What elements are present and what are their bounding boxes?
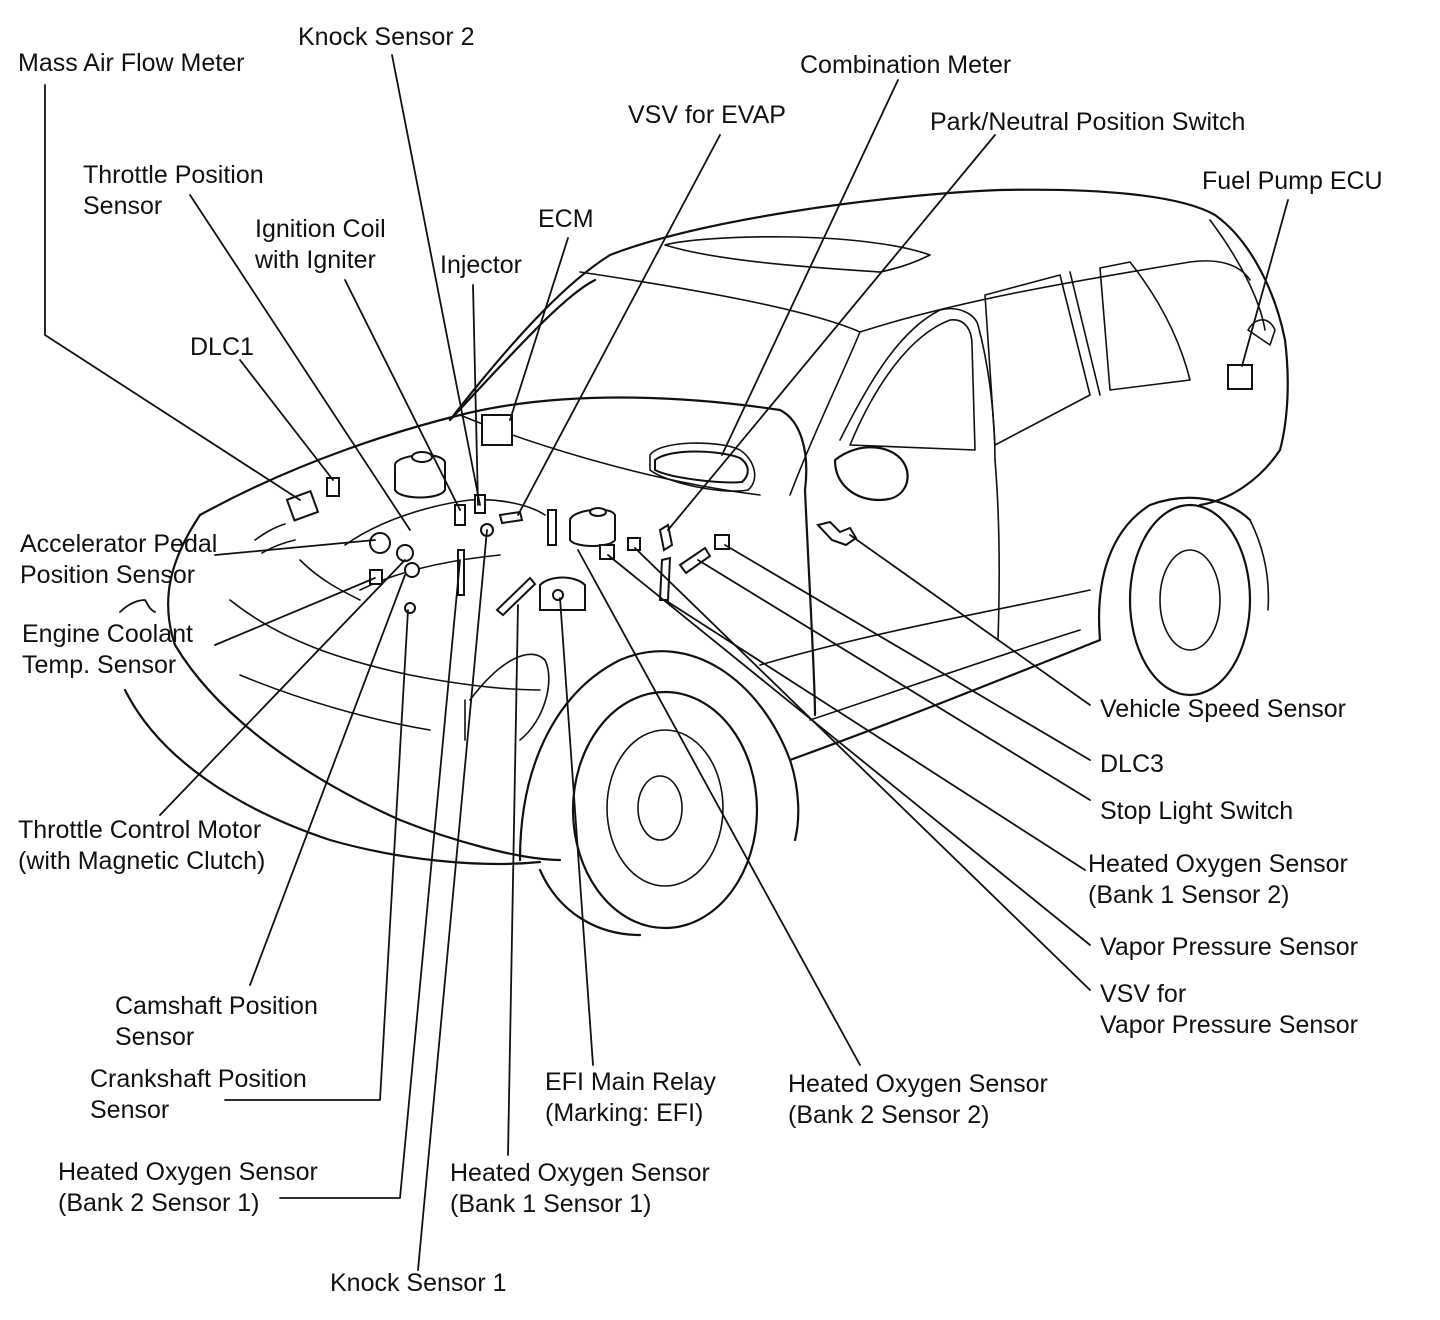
leader-vsv-evap [517,134,721,516]
vehicle-speed-sensor-icon [816,520,858,547]
vsv-vapor-icon [627,537,641,551]
fuel-pump-ecu-icon [1227,364,1253,390]
leader-accelerator [214,539,376,556]
leader-fuel-pump-ecu [1241,199,1289,367]
mass-air-flow-meter-icon [285,489,320,522]
label-dlc3: DLC3 [1100,750,1164,778]
leader-oxygen-b1s2 [664,599,1086,871]
label-throttle-position-sensor: Throttle Position Sensor [83,161,264,220]
leader-dlc1 [239,359,334,481]
leader-efi-relay [559,597,594,1066]
ignition-coil-icon [454,504,466,526]
leader-dlc3 [724,544,1091,761]
oxygen-sensor-b1s2-icon [658,556,672,601]
leader-combination-meter [721,79,899,456]
ecm-box-icon [481,414,513,446]
label-ignition-coil-with-igniter: Ignition Coil with Igniter [255,215,386,274]
label-injector: Injector [440,251,522,279]
leader-crankshaft [224,609,409,1101]
leader-ignition-coil [344,279,461,511]
leader-coolant [214,577,376,646]
label-fuel-pump-ecu: Fuel Pump ECU [1202,167,1383,195]
label-camshaft-position-sensor: Camshaft Position Sensor [115,992,318,1051]
coolant-sensor-icon [369,569,383,585]
combination-meter-icon [654,450,749,484]
stop-light-switch-icon [678,546,712,575]
oxygen-sensor-b1s1-icon [495,576,537,617]
leader-ecm [509,237,569,421]
leader-throttle-control-motor [159,559,406,816]
label-vehicle-speed-sensor: Vehicle Speed Sensor [1100,695,1347,723]
label-heated-oxygen-sensor-b1s1: Heated Oxygen Sensor (Bank 1 Sensor 1) [450,1159,710,1218]
leader-mass-air-flow-meter [44,84,301,501]
label-vsv-for-vapor-pressure-sensor: VSV for Vapor Pressure Sensor [1100,980,1358,1039]
label-heated-oxygen-sensor-b2s2: Heated Oxygen Sensor (Bank 2 Sensor 2) [788,1070,1048,1129]
label-stop-light-switch: Stop Light Switch [1100,797,1294,825]
leader-knock-sensor-2 [391,54,481,506]
engine-components [285,364,1253,617]
bracket-accelerator [119,599,156,613]
reservoir-right-icon [569,508,616,547]
accelerator-sensor-icon [369,532,391,554]
label-efi-main-relay: EFI Main Relay (Marking: EFI) [545,1068,716,1127]
label-heated-oxygen-sensor-b2s1: Heated Oxygen Sensor (Bank 2 Sensor 1) [58,1158,318,1217]
leader-vapor-pressure [607,554,1091,946]
dlc1-icon [326,477,340,497]
leader-knock-sensor-1 [417,529,488,1271]
label-throttle-control-motor: Throttle Control Motor (with Magnetic Cl… [18,816,266,875]
label-engine-coolant-temp-sensor: Engine Coolant Temp. Sensor [22,620,193,679]
label-crankshaft-position-sensor: Crankshaft Position Sensor [90,1065,307,1124]
leader-throttle-position [189,194,411,531]
leader-stop-light [697,559,1091,801]
oxygen-sensor-b2s2-icon [547,509,557,546]
park-neutral-switch-icon [658,523,674,552]
label-vsv-for-evap: VSV for EVAP [628,101,786,129]
leader-oxygen-b1s1 [507,604,519,1156]
label-knock-sensor-2: Knock Sensor 2 [298,23,475,51]
leader-oxygen-b2s2 [577,549,861,1066]
reservoir-icon [394,454,446,499]
leader-park-neutral [667,134,996,531]
label-knock-sensor-1: Knock Sensor 1 [330,1269,507,1297]
label-accelerator-pedal-position-sensor: Accelerator Pedal Position Sensor [20,530,218,589]
label-dlc1: DLC1 [190,333,254,361]
leader-oxygen-b2s1 [279,559,461,1199]
leader-vehicle-speed [849,534,1091,706]
label-ecm: ECM [538,205,594,233]
label-vapor-pressure-sensor: Vapor Pressure Sensor [1100,933,1358,961]
leader-camshaft [249,574,406,986]
leader-vsv-vapor [634,547,1091,991]
label-park-neutral-position-switch: Park/Neutral Position Switch [930,108,1246,136]
vsv-evap-icon [498,510,524,525]
leader-lines [44,54,1289,1271]
label-combination-meter: Combination Meter [800,51,1012,79]
throttle-position-sensor-icon [404,562,420,578]
leader-injector [472,284,479,506]
vapor-pressure-sensor-icon [599,544,615,560]
label-mass-air-flow-meter: Mass Air Flow Meter [18,49,245,77]
label-heated-oxygen-sensor-b1s2: Heated Oxygen Sensor (Bank 1 Sensor 2) [1088,850,1348,909]
